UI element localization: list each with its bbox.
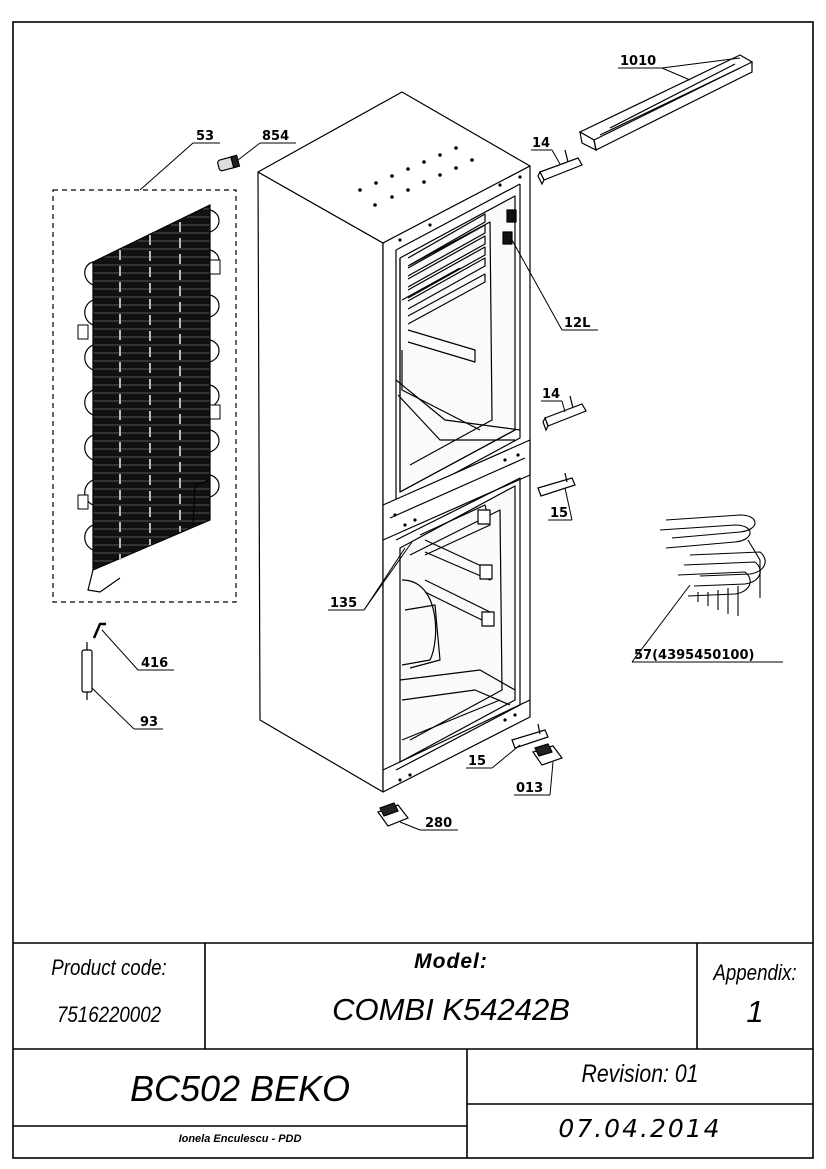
foot-013-icon — [532, 743, 563, 766]
callout-12l: 12L — [564, 316, 590, 331]
callout-1010: 1010 — [620, 54, 656, 69]
part-854-icon — [217, 154, 241, 172]
callout-854: 854 — [262, 129, 289, 144]
drier-filter-icon — [81, 622, 106, 700]
hinge-15-lower-icon — [511, 723, 549, 749]
callout-93: 93 — [140, 715, 158, 730]
product-name: BC502 BEKO — [129, 1068, 351, 1109]
hinge-14-upper-icon — [537, 149, 583, 186]
title-block-grid — [13, 942, 813, 1158]
fridge-cabinet — [257, 91, 531, 793]
callout-013: 013 — [516, 781, 543, 796]
product-code-value: 7516220002 — [56, 1002, 161, 1027]
callout-15-upper: 15 — [550, 506, 568, 521]
condenser-coil — [52, 189, 237, 603]
callout-14-upper: 14 — [532, 136, 550, 151]
callout-416: 416 — [141, 656, 168, 671]
top-cover-1010-icon — [578, 54, 754, 152]
appendix-label: Appendix: — [713, 960, 797, 985]
callout-53: 53 — [196, 129, 214, 144]
model-value: COMBI K54242B — [332, 992, 570, 1027]
callout-57: 57(4395450100) — [634, 648, 754, 663]
revision: Revision: 01 — [581, 1060, 699, 1088]
leader-lines — [91, 57, 783, 831]
callout-15-lower: 15 — [468, 754, 486, 769]
callout-14-lower: 14 — [542, 387, 560, 402]
author: Ionela Enculescu - PDD — [178, 1133, 302, 1145]
callout-135: 135 — [330, 596, 357, 611]
appendix-value: 1 — [746, 994, 764, 1029]
drawing-frame — [12, 21, 814, 1159]
foot-280-icon — [377, 802, 409, 827]
revision-date: 07.04.2014 — [558, 1114, 722, 1143]
model-label: Model: — [414, 950, 488, 973]
hinge-14-lower-icon — [542, 395, 587, 432]
hinge-15-upper-icon — [537, 472, 576, 497]
product-code-label: Product code: — [51, 955, 167, 980]
wire-shelf-57-icon — [659, 514, 766, 616]
callout-280: 280 — [425, 816, 452, 831]
